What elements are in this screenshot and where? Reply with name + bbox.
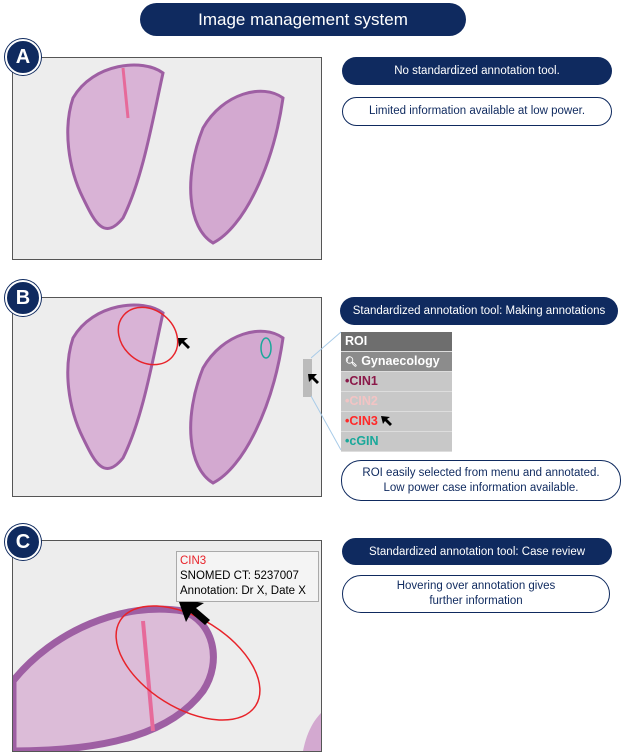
panel-b-header: Standardized annotation tool: Making ann… — [340, 297, 618, 325]
cursor-icon — [381, 416, 392, 426]
tooltip-annotation: Annotation: Dr X, Date X — [180, 585, 306, 597]
tooltip-term: CIN3 — [180, 555, 207, 567]
annotation-tooltip: CIN3 SNOMED CT: 5237007 Annotation: Dr X… — [176, 551, 319, 602]
panel-a-label: A — [5, 39, 41, 75]
panel-b-label: B — [5, 280, 41, 316]
panel-a-note: Limited information available at low pow… — [342, 97, 612, 126]
cursor-icon — [178, 338, 190, 349]
roi-annotation-red — [117, 306, 179, 366]
annotation-toolbar — [303, 359, 312, 397]
tissue-image — [13, 599, 321, 751]
panel-a-header: No standardized annotation tool. — [342, 57, 612, 85]
roi-item-cin2[interactable]: •CIN2 — [341, 392, 452, 412]
roi-menu: ROI 🔍︎ Gynaecology •CIN1 •CIN2 •CIN3 •cG… — [341, 332, 452, 452]
cursor-icon — [178, 599, 210, 625]
slide-image-a[interactable] — [12, 57, 322, 260]
roi-menu-title: ROI — [341, 332, 452, 352]
panel-c-label: C — [5, 524, 41, 560]
tissue-image — [66, 303, 319, 485]
roi-item-cin1[interactable]: •CIN1 — [341, 372, 452, 392]
panel-c-header: Standardized annotation tool: Case revie… — [342, 538, 612, 565]
slide-image-b[interactable] — [12, 297, 322, 497]
roi-annotation-red — [115, 605, 261, 721]
roi-annotation-teal — [260, 337, 272, 359]
page-title: Image management system — [140, 3, 466, 36]
search-icon: 🔍︎ — [345, 357, 358, 368]
roi-item-cgin[interactable]: •cGIN — [341, 432, 452, 452]
zoom-connector-lines — [311, 331, 342, 451]
cursor-icon — [308, 374, 319, 384]
tooltip-code: SNOMED CT: 5237007 — [180, 570, 299, 582]
roi-item-cin3[interactable]: •CIN3 — [341, 412, 452, 432]
panel-c-note: Hovering over annotation gives further i… — [342, 575, 610, 613]
panel-b-note: ROI easily selected from menu and annota… — [341, 460, 621, 501]
tissue-image — [66, 63, 285, 245]
roi-search[interactable]: 🔍︎ Gynaecology — [341, 352, 452, 372]
